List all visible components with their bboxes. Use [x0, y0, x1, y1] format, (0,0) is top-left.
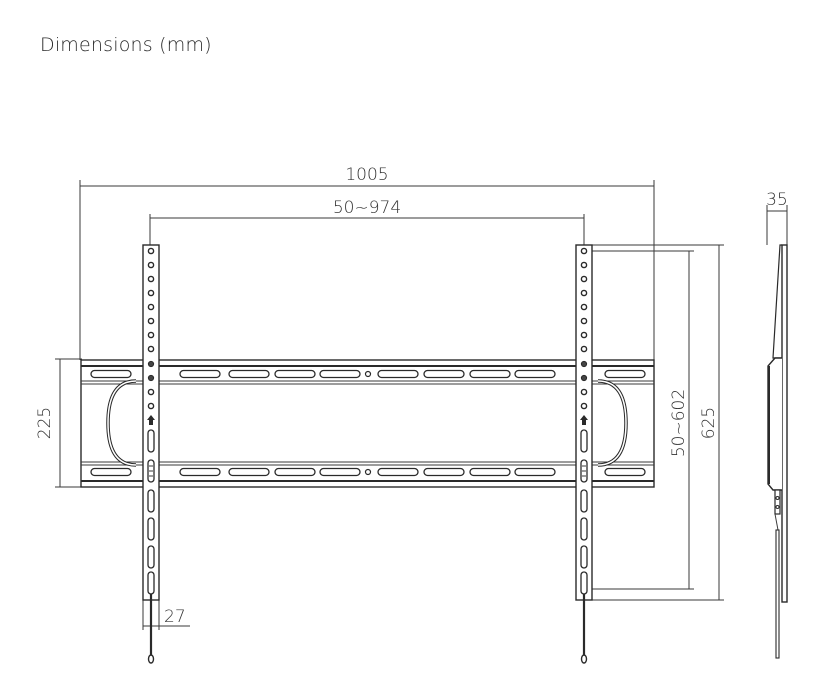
side-view: 35	[766, 190, 788, 659]
dimension-overall-width: 1005	[79, 165, 655, 360]
right-arm	[575, 244, 593, 664]
dimension-arm-width: 27	[142, 600, 190, 630]
dim-label-225: 225	[35, 407, 55, 439]
diagram-title: Dimensions (mm)	[40, 34, 212, 56]
dim-label-35: 35	[766, 190, 788, 210]
dim-label-50-974: 50~974	[333, 198, 401, 218]
dimension-hole-spacing-horizontal: 50~974	[149, 198, 585, 252]
dim-label-50-602: 50~602	[669, 389, 689, 457]
dim-label-625: 625	[699, 407, 719, 439]
dim-label-27: 27	[164, 607, 186, 627]
dim-label-1005: 1005	[345, 165, 388, 185]
left-arm	[142, 244, 160, 664]
dimension-vertical: 50~602 625	[586, 244, 724, 601]
wall-plate	[80, 359, 655, 488]
dimension-plate-height: 225	[35, 358, 82, 488]
